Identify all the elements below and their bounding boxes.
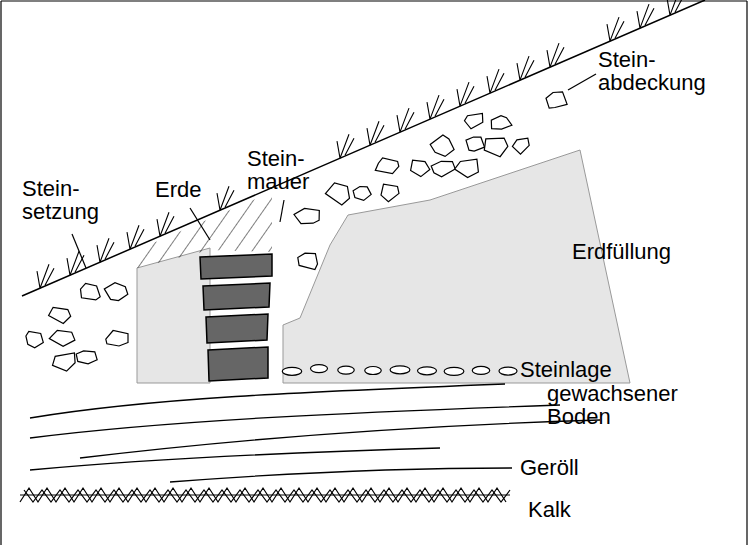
stone <box>104 283 128 301</box>
layer-label: Stein- mauer <box>247 147 309 193</box>
grass-ticks <box>37 0 684 288</box>
stone <box>294 208 319 223</box>
strata-lines <box>30 384 600 482</box>
stone <box>466 137 485 151</box>
stone <box>431 161 455 177</box>
stone <box>353 187 371 201</box>
stone-wall <box>200 254 272 381</box>
stone <box>512 138 529 154</box>
grass-tick <box>157 212 174 236</box>
stone-layer <box>499 367 517 375</box>
stone <box>430 135 454 157</box>
grass-tick <box>97 238 114 262</box>
stone <box>81 283 101 300</box>
layer-label: gewachsener Boden <box>547 382 678 428</box>
leader-lines <box>72 74 596 268</box>
stone-layer <box>310 365 327 373</box>
stone-layer <box>282 367 301 375</box>
limestone-zigzag <box>24 490 510 502</box>
grass-tick <box>547 43 564 67</box>
earth-fill <box>283 150 630 383</box>
grass-tick <box>667 0 684 15</box>
stones <box>26 92 567 376</box>
stone-layer <box>418 367 437 375</box>
grass-tick <box>397 108 414 132</box>
layer-label: Erdfüllung <box>572 240 671 263</box>
grass-tick <box>127 225 144 249</box>
stone <box>411 160 430 177</box>
stone-layer <box>390 366 410 374</box>
stone-layer <box>338 366 355 374</box>
stone <box>375 158 399 174</box>
grass-tick <box>367 121 384 145</box>
stone <box>381 184 399 202</box>
grass-tick <box>337 134 354 158</box>
stone <box>76 351 97 364</box>
stone <box>49 307 71 323</box>
layer-label: Stein- setzung <box>22 177 99 223</box>
stone <box>49 330 75 346</box>
stone <box>491 116 512 130</box>
stone <box>298 253 318 269</box>
stone <box>455 159 479 177</box>
layer-label: Erde <box>155 178 201 201</box>
stone-layer <box>444 367 464 375</box>
grass-tick <box>427 95 444 119</box>
ground-surface <box>22 0 705 296</box>
grass-tick <box>517 56 534 80</box>
layer-label: Stein- abdeckung <box>598 48 706 94</box>
layer-label: Geröll <box>520 456 579 479</box>
stone <box>465 114 483 129</box>
grass-tick <box>457 82 474 106</box>
stone <box>53 353 76 371</box>
grass-tick <box>37 264 54 288</box>
grass-tick <box>637 4 654 28</box>
earth-behind-wall <box>137 248 210 383</box>
grass-tick <box>67 251 84 275</box>
grass-tick <box>607 17 624 41</box>
stone <box>26 332 43 348</box>
stone-layer <box>472 366 489 374</box>
layer-label: Kalk <box>528 498 571 521</box>
stone <box>546 92 567 108</box>
limestone-band <box>20 488 510 502</box>
stone <box>484 138 508 157</box>
stone <box>106 331 128 347</box>
stone-layer <box>365 367 382 375</box>
grass-tick <box>217 186 234 210</box>
limestone-line <box>20 494 510 495</box>
stone <box>325 183 349 205</box>
layer-label: Steinlage <box>520 358 612 381</box>
grass-tick <box>487 69 504 93</box>
